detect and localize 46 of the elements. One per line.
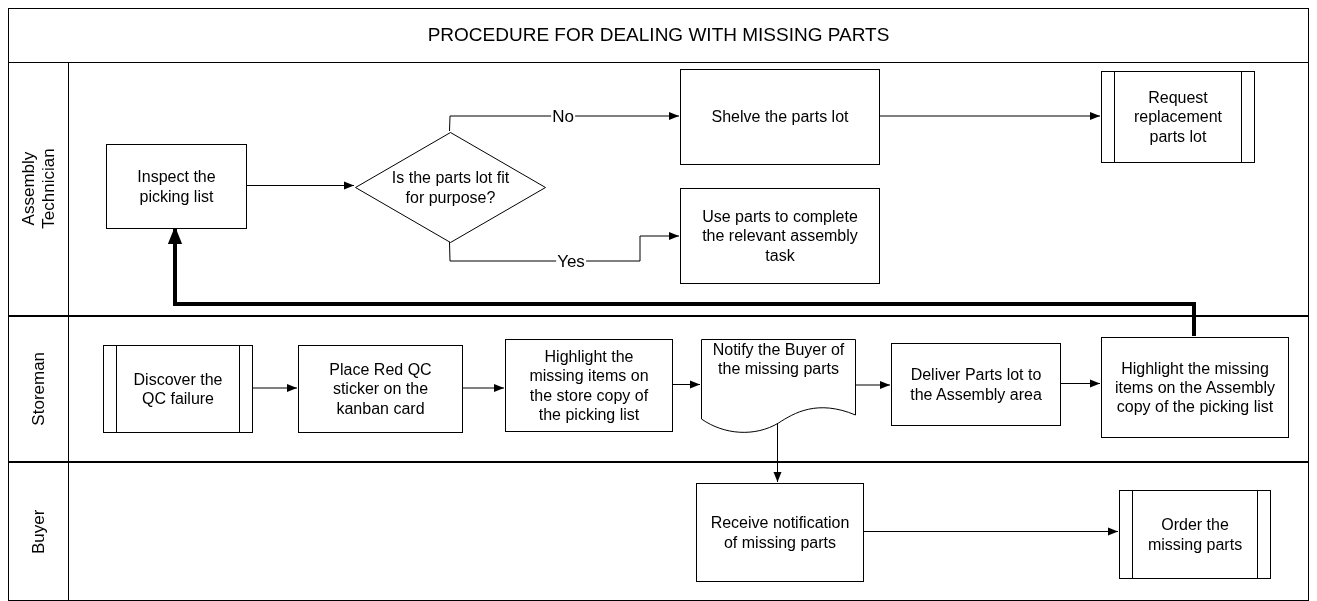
decision-diamond: [355, 132, 546, 243]
arrow: [449, 112, 680, 132]
process-label: Request replacement parts lot: [1132, 88, 1223, 146]
process-box: [680, 69, 880, 165]
process-label: Receive notification of missing parts: [709, 513, 851, 552]
lane-label: Storeman: [28, 352, 49, 426]
lane-label: Buyer: [28, 508, 49, 556]
arrow: [461, 384, 505, 392]
lane-label: Assembly Technician: [18, 148, 59, 230]
process-label: Shelve the parts lot: [711, 107, 849, 127]
process-label: Use parts to complete the relevant assembly task: [701, 207, 859, 265]
process-label: Order the missing parts: [1146, 515, 1244, 554]
process-label: Highlight the missing items on the store copy of the picking list: [528, 347, 650, 424]
process-box: [505, 339, 673, 432]
process-box: [680, 188, 880, 284]
arrow: [671, 380, 701, 389]
arrow: [167, 226, 1196, 336]
process-label: Place Red QC sticker on the kanban card: [328, 360, 433, 418]
arrow: [251, 384, 298, 392]
process-box: [298, 345, 463, 433]
document-label: Notify the Buyer of the missing parts: [711, 340, 846, 379]
predefined-process-box: [1101, 71, 1255, 163]
process-label: Highlight the missing items on the Assembly copy of the picking list: [1114, 358, 1276, 417]
arrow: [245, 181, 355, 190]
swimlane: [8, 62, 1309, 316]
diagram-title: PROCEDURE FOR DEALING WITH MISSING PARTS: [8, 8, 1309, 63]
predefined-process-box: [1119, 490, 1271, 579]
arrow: [878, 112, 1101, 120]
edge-label: No: [551, 107, 575, 125]
process-box: [696, 483, 864, 582]
swimlane: [8, 316, 1309, 462]
predefined-process-box: [103, 345, 253, 433]
swimlane: [8, 462, 1309, 601]
process-box: [106, 144, 247, 229]
process-label: Discover the QC failure: [132, 369, 224, 409]
edge-label: Yes: [556, 252, 586, 270]
document-shape: [701, 339, 856, 433]
decision-label: Is the parts lot fit for purpose?: [390, 168, 511, 207]
arrow: [1059, 379, 1101, 388]
process-box: [891, 343, 1061, 426]
process-label: Inspect the picking list: [136, 167, 217, 206]
process-label: Deliver Parts lot to the Assembly area: [909, 365, 1043, 404]
process-box: [1101, 337, 1289, 438]
arrow: [449, 232, 680, 262]
arrow: [862, 527, 1119, 536]
arrow: [854, 381, 891, 389]
